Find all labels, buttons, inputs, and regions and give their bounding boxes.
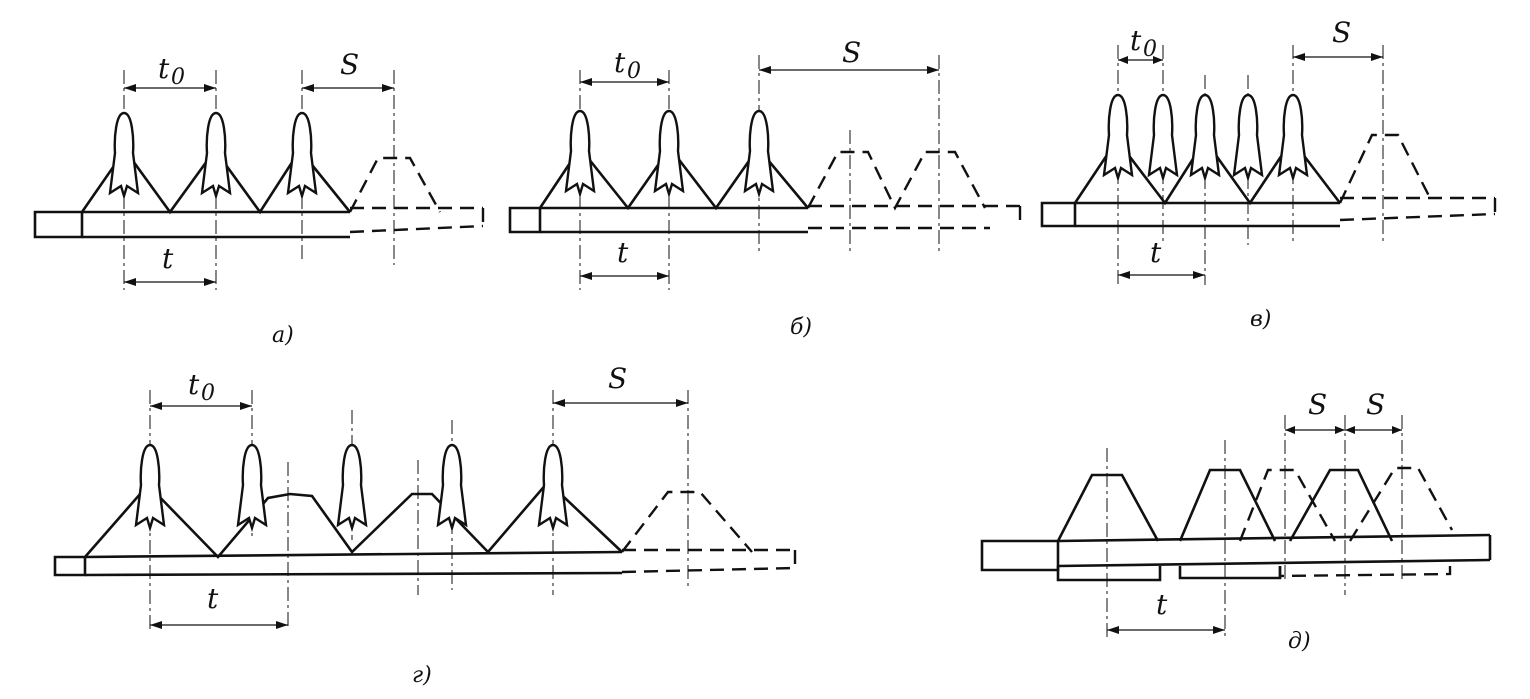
panel-v-caption: в)	[1250, 307, 1271, 332]
panel-d: S S t д)	[980, 388, 1492, 654]
panel-b-t0-label: t	[614, 46, 626, 79]
panel-g-t0-label: t	[188, 368, 200, 401]
panel-g-dim-s: S	[553, 362, 688, 407]
panel-b-dim-s: S	[759, 36, 939, 74]
panel-b-dim-t0: t 0	[580, 46, 669, 86]
panel-g-t0-subscript: 0	[201, 381, 215, 406]
panel-d-profiles	[1056, 466, 1454, 542]
panel-g-dim-t0: t 0	[150, 368, 252, 410]
panel-g-profiles	[84, 480, 753, 559]
panel-v-dim-t0: t 0	[1118, 24, 1163, 64]
panel-v-dim-s: S	[1293, 16, 1383, 61]
panel-b-tools	[564, 109, 775, 196]
panel-d-dim-s1: S	[1285, 388, 1345, 434]
panel-v-dim-t: t	[1118, 236, 1205, 279]
panel-g-dim-t: t	[150, 582, 288, 629]
panel-g-axes	[149, 390, 689, 630]
panel-g-tools	[134, 443, 569, 530]
panel-b-t-label: t	[617, 236, 629, 269]
panel-d-t-label: t	[1156, 588, 1168, 621]
panel-a-t0-subscript: 0	[171, 65, 185, 90]
panel-a-caption: а)	[272, 323, 294, 348]
panel-b-dim-t: t	[580, 236, 669, 280]
panel-d-dim-t: t	[1107, 588, 1225, 634]
panel-b-strip	[508, 204, 1022, 234]
panel-d-axes	[1106, 415, 1403, 640]
panel-d-strip	[980, 533, 1492, 582]
panel-v-s-label: S	[1332, 16, 1351, 49]
panel-v-t0-subscript: 0	[1143, 37, 1157, 62]
panel-v-t0-label: t	[1130, 24, 1142, 57]
panel-d-s2-label: S	[1366, 388, 1385, 421]
panel-a-dim-s: S	[302, 48, 394, 92]
panel-a: t 0 S t а)	[33, 48, 485, 348]
panel-v-t-label: t	[1150, 236, 1162, 269]
panel-g-s-label: S	[608, 362, 627, 395]
panel-d-s1-label: S	[1308, 388, 1327, 421]
panel-v: t 0 S t в)	[1040, 16, 1497, 332]
panel-b-s-label: S	[842, 36, 861, 69]
panel-g-strip	[53, 548, 797, 577]
panel-a-dim-t0: t 0	[124, 52, 216, 92]
panel-b: t 0 S t б)	[508, 36, 1022, 340]
panel-a-tools	[108, 111, 318, 198]
panel-a-strip	[33, 206, 485, 239]
panel-a-t0-label: t	[158, 52, 170, 85]
panel-v-tools	[1102, 93, 1309, 180]
panel-g: t 0 S t г)	[53, 362, 797, 688]
panel-d-caption: д)	[1288, 629, 1311, 654]
panel-d-dim-s2: S	[1345, 388, 1402, 434]
panel-g-caption: г)	[412, 663, 432, 688]
panel-a-t-label: t	[162, 242, 174, 275]
panel-g-t-label: t	[207, 582, 219, 615]
panel-b-t0-subscript: 0	[627, 59, 641, 84]
panel-a-s-label: S	[340, 48, 359, 81]
panel-a-dim-t: t	[124, 242, 216, 286]
panel-v-strip	[1040, 196, 1497, 228]
panel-b-caption: б)	[790, 315, 812, 340]
